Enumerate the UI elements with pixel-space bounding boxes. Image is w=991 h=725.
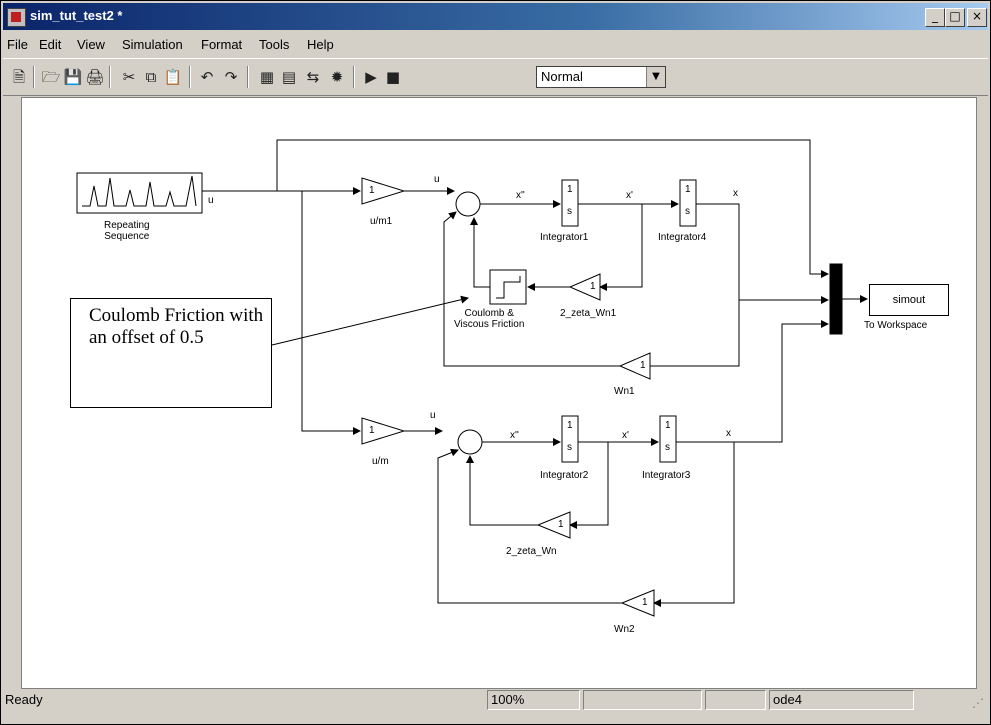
signal-u-top: u [434,174,440,185]
model-canvas[interactable]: Repeating Sequence u 1 u/m1 1 u/m u u x'… [21,97,977,689]
debugger-icon[interactable]: ⇆ [306,68,320,86]
annotation-note[interactable]: Coulomb Friction with an offset of 0.5 [70,298,272,408]
zeta-bottom-label: 2_zeta_Wn [506,546,557,557]
copy-icon[interactable]: ⧉ [145,68,157,86]
integrator4-num: 1 [685,184,691,195]
integrator3-num: 1 [665,420,671,431]
signal-xd-bottom: x' [622,430,629,441]
toolbar-separator [189,66,191,88]
print-icon[interactable]: 🖨 [85,68,105,86]
integrator1-label: Integrator1 [540,232,589,243]
build-icon[interactable]: ✹ [330,68,344,86]
integrator2-num: 1 [567,420,573,431]
new-icon[interactable]: 🗎 [12,68,26,86]
wn2-value: 1 [642,597,648,608]
signal-x-top: x [733,188,738,199]
start-icon[interactable]: ▶ [365,68,377,86]
to-workspace-label: To Workspace [864,320,928,331]
toolbar-separator [247,66,249,88]
menu-format[interactable]: Format [201,37,243,52]
zeta-top-value: 1 [590,281,596,292]
chevron-down-icon[interactable]: ▼ [646,67,665,87]
menu-file[interactable]: File [7,37,28,52]
paste-icon[interactable]: 📋 [163,68,183,86]
cut-icon[interactable]: ✂ [122,68,136,86]
solver-name: ode4 [769,690,914,710]
signal-u-bottom: u [430,410,436,421]
window-title: sim_tut_test2 * [30,8,123,23]
close-button[interactable]: × [967,8,987,27]
annotation-text: Coulomb Friction with an offset of 0.5 [89,305,264,348]
integrator2-label: Integrator2 [540,470,589,481]
model-explorer-icon[interactable]: ▤ [281,68,297,86]
title-bar[interactable]: sim_tut_test2 * _ □ × [3,3,988,30]
signal-x-bottom: x [726,428,731,439]
status-cell-empty [705,690,766,710]
to-workspace-block[interactable]: simout [869,284,949,316]
status-text: Ready [5,692,43,707]
status-cell-empty [583,690,702,710]
integrator4-den: s [685,206,690,217]
integrator3-den: s [665,442,670,453]
menu-edit[interactable]: Edit [39,37,62,52]
gain-u-m1-label: u/m1 [370,216,393,227]
undo-icon[interactable]: ↶ [200,68,214,86]
simulink-app-icon [7,8,26,27]
zeta-top-label: 2_zeta_Wn1 [560,308,617,319]
simulation-mode-select[interactable]: Normal ▼ [536,66,666,88]
status-bar: Ready 100% ode4 ⋰ [3,688,988,722]
resize-grip-icon[interactable]: ⋰ [972,696,984,710]
gain-u-m-label: u/m [372,456,389,467]
gain-u-m1-value: 1 [369,185,375,196]
save-icon[interactable]: 💾 [63,68,83,86]
toolbar-separator [353,66,355,88]
signal-xdd-top: x'' [516,190,525,201]
integrator1-num: 1 [567,184,573,195]
redo-icon[interactable]: ↷ [224,68,238,86]
minimize-button[interactable]: _ [925,8,945,27]
signal-xdd-bottom: x'' [510,430,519,441]
menu-bar: File Edit View Simulation Format Tools H… [3,32,988,56]
menu-simulation[interactable]: Simulation [122,37,183,52]
menu-view[interactable]: View [77,37,105,52]
integrator1-den: s [567,206,572,217]
wn1-value: 1 [640,360,646,371]
menu-tools[interactable]: Tools [259,37,290,52]
integrator2-den: s [567,442,572,453]
workspace-var: simout [892,294,926,306]
open-icon[interactable]: 🗁 [41,68,61,86]
zeta-bottom-value: 1 [558,519,564,530]
wn1-label: Wn1 [614,386,635,397]
coulomb-viscous-friction-label: Coulomb & Viscous Friction [454,308,525,330]
gain-u-m [361,417,406,445]
toolbar-separator [33,66,35,88]
simulation-mode-value: Normal [541,69,583,84]
gain-u-m1 [361,177,406,205]
library-browser-icon[interactable]: ▦ [259,68,275,86]
source-output-label: u [208,195,214,206]
repeating-sequence-label: Repeating Sequence [104,220,150,242]
toolbar-separator [109,66,111,88]
stop-icon[interactable]: ■ [385,68,401,86]
menu-help[interactable]: Help [307,37,334,52]
toolbar: 🗎 🗁 💾 🖨 ✂ ⧉ 📋 ↶ ↷ ▦ ▤ ⇆ ✹ ▶ ■ Normal ▼ [3,58,988,96]
block-diagram [76,139,868,617]
zoom-level: 100% [487,690,580,710]
signal-xd-top: x' [626,190,633,201]
integrator4-label: Integrator4 [658,232,707,243]
maximize-button[interactable]: □ [945,8,965,27]
gain-u-m-value: 1 [369,425,375,436]
integrator3-label: Integrator3 [642,470,691,481]
wn2-label: Wn2 [614,624,635,635]
